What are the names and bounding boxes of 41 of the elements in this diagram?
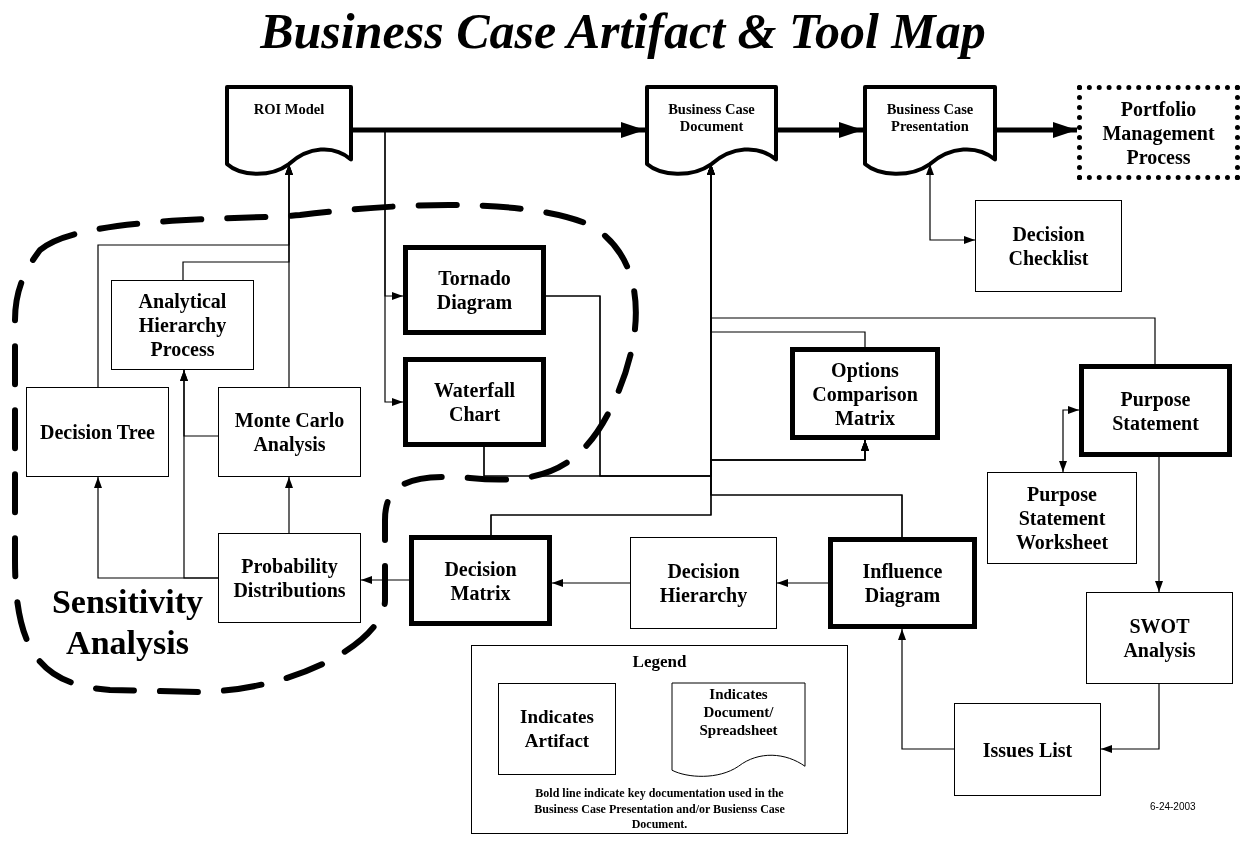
process-box: Portfolio Management Process xyxy=(1077,85,1240,180)
document-node: Business Case Presentation xyxy=(863,85,997,178)
date-label: 6-24-2003 xyxy=(1150,801,1196,812)
document-node: Business Case Document xyxy=(645,85,778,178)
arrow xyxy=(778,122,863,138)
artifact-box: Monte Carlo Analysis xyxy=(218,387,361,477)
arrow xyxy=(1155,456,1163,593)
artifact-box: Probability Distributions xyxy=(218,533,361,623)
artifact-box: Decision Tree xyxy=(26,387,169,477)
arrow xyxy=(710,439,903,538)
document-node: ROI Model xyxy=(225,85,353,178)
key-artifact-box: Waterfall Chart xyxy=(403,357,546,447)
key-artifact-box: Influence Diagram xyxy=(828,537,977,629)
legend-note: Bold line indicate key documentation used in the Business Case Presentation and/or Busienss Case Document. xyxy=(533,786,786,833)
legend-document-sample: Indicates Document/ Spreadsheet xyxy=(671,682,806,780)
arrow xyxy=(776,579,829,587)
arrow xyxy=(285,476,293,534)
artifact-box: Issues List xyxy=(954,703,1101,796)
arrow xyxy=(997,122,1077,138)
diagram-title: Business Case Artifact & Tool Map xyxy=(260,3,986,59)
key-artifact-box: Options Comparison Matrix xyxy=(790,347,940,440)
arrow xyxy=(353,122,645,138)
key-artifact-box: Tornado Diagram xyxy=(403,245,546,335)
arrow xyxy=(898,628,955,750)
key-artifact-box: Decision Matrix xyxy=(409,535,552,626)
artifact-box: Decision Hierarchy xyxy=(630,537,777,629)
artifact-box: SWOT Analysis xyxy=(1086,592,1233,684)
arrow xyxy=(352,129,404,406)
artifact-box: Purpose Statement Worksheet xyxy=(987,472,1137,564)
arrow xyxy=(926,163,976,244)
arrow xyxy=(360,576,410,584)
region-label: Sensitivity Analysis xyxy=(50,582,205,663)
arrow xyxy=(1100,683,1160,753)
legend-title: Legend xyxy=(631,652,688,672)
artifact-box: Decision Checklist xyxy=(975,200,1122,292)
arrow xyxy=(1059,406,1080,473)
arrow xyxy=(551,579,631,587)
legend-artifact-sample: Indicates Artifact xyxy=(498,683,616,775)
key-artifact-box: Purpose Statement xyxy=(1079,364,1232,457)
artifact-box: Analytical Hierarchy Process xyxy=(111,280,254,370)
arrow xyxy=(94,476,219,579)
